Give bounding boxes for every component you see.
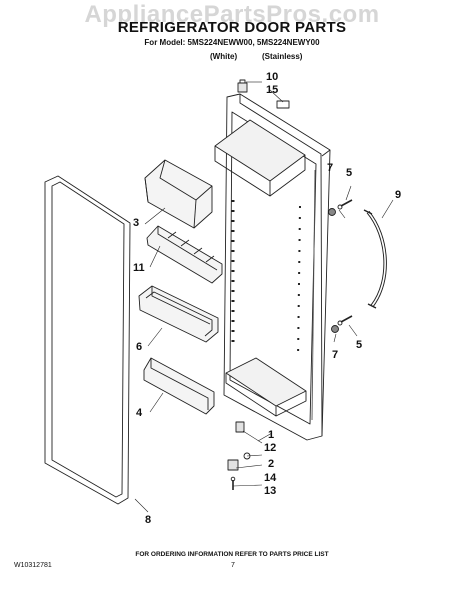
variant-stainless-label: (Stainless) bbox=[262, 52, 303, 61]
leader-lines bbox=[134, 81, 394, 513]
document-id: W10312781 bbox=[14, 562, 52, 569]
callout-13: 13 bbox=[264, 485, 276, 497]
door-top-clip bbox=[276, 100, 290, 109]
dairy-door bbox=[144, 159, 213, 229]
door-gasket bbox=[44, 175, 131, 505]
egg-bin bbox=[146, 225, 223, 284]
model-line: For Model: 5MS224NEWW00, 5MS224NEWY00 bbox=[144, 38, 320, 47]
callout-8: 8 bbox=[145, 514, 151, 526]
callout-4: 4 bbox=[136, 407, 143, 419]
hinge-bracket bbox=[227, 459, 239, 471]
ordering-note: FOR ORDERING INFORMATION REFER TO PARTS … bbox=[135, 551, 329, 558]
hinge-bushing bbox=[235, 421, 245, 433]
page-number: 7 bbox=[231, 562, 235, 569]
door-liner bbox=[214, 93, 331, 441]
callout-15: 15 bbox=[266, 84, 278, 96]
handle-fasteners-upper bbox=[328, 199, 353, 216]
callout-5-upper: 5 bbox=[346, 167, 352, 179]
callout-5-lower: 5 bbox=[356, 339, 362, 351]
door-top-cap bbox=[237, 79, 248, 93]
door-handle bbox=[363, 209, 387, 309]
callout-12: 12 bbox=[264, 442, 276, 454]
callout-14: 14 bbox=[264, 472, 277, 484]
callout-10: 10 bbox=[266, 71, 278, 83]
callout-1: 1 bbox=[268, 429, 274, 441]
callout-11: 11 bbox=[133, 262, 145, 274]
callout-7-lower: 7 bbox=[332, 349, 338, 361]
callout-3: 3 bbox=[133, 217, 139, 229]
callout-9: 9 bbox=[395, 189, 401, 201]
variant-white-label: (White) bbox=[210, 52, 238, 61]
door-bin-upper bbox=[138, 285, 219, 343]
page-title: REFRIGERATOR DOOR PARTS bbox=[117, 19, 347, 36]
hinge-screw bbox=[230, 476, 236, 490]
door-bin-lower bbox=[143, 357, 215, 415]
handle-fasteners-lower bbox=[331, 315, 353, 333]
watermark: AppliancePartsPros.com bbox=[84, 1, 380, 28]
callout-7-upper: 7 bbox=[327, 162, 333, 174]
callout-2: 2 bbox=[268, 458, 274, 470]
callout-6: 6 bbox=[136, 341, 142, 353]
